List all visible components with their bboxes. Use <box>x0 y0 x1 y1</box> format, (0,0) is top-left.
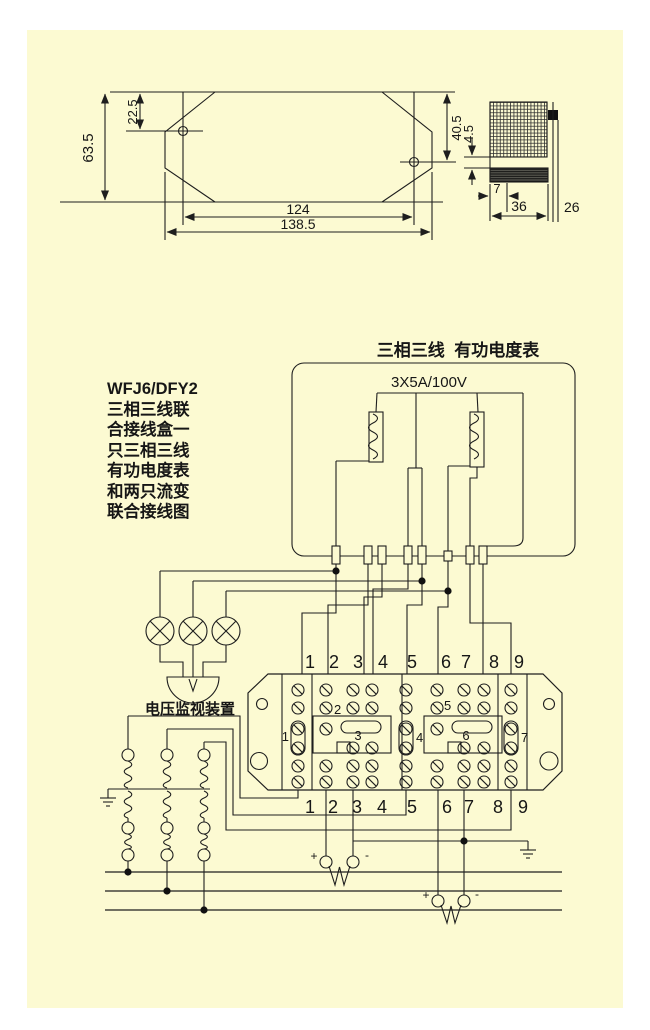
dim-side-width: 36 <box>511 198 527 214</box>
ct-minus: - <box>365 848 369 862</box>
dimension-lines <box>101 91 455 240</box>
junction-dots <box>124 567 468 914</box>
desc-line: 三相三线联 <box>107 399 190 419</box>
top-num: 5 <box>407 652 417 672</box>
top-num: 4 <box>378 652 388 672</box>
dim-depth: 26 <box>564 199 580 215</box>
ground-icon <box>100 789 116 807</box>
dim-total-width: 138.5 <box>280 216 315 232</box>
meter-internals <box>335 392 524 551</box>
ct-left <box>319 855 360 888</box>
voltage-monitor-dome <box>166 676 220 704</box>
ct-circuit: + - + - <box>310 790 536 926</box>
pt-fuse-stacks <box>100 716 211 910</box>
link-label-7: 7 <box>521 730 528 745</box>
top-num: 6 <box>441 652 451 672</box>
dim-holes-span: 124 <box>286 201 310 217</box>
top-num: 1 <box>305 652 315 672</box>
ground-icon <box>520 841 536 859</box>
top-num: 9 <box>514 652 524 672</box>
terminal-numbers-bottom: 1 2 3 4 5 6 7 8 9 <box>305 797 528 817</box>
block-to-pt-wires <box>128 715 512 831</box>
top-num: 3 <box>353 652 363 672</box>
bot-num: 6 <box>442 797 452 817</box>
dim-hole-right: 40.5 <box>449 115 464 140</box>
description-block: WFJ6/DFY2 三相三线联 合接线盒一 只三相三线 有功电度表 和两只流变 … <box>107 380 198 521</box>
ct-plus: + <box>310 849 317 863</box>
link-label-2: 2 <box>334 702 341 717</box>
bot-num: 5 <box>407 797 417 817</box>
bot-num: 4 <box>377 797 387 817</box>
ct-minus: - <box>475 887 479 901</box>
bot-num: 3 <box>352 797 362 817</box>
bus-bars <box>105 871 562 911</box>
paper-background <box>27 30 623 1008</box>
block-hole <box>255 697 269 711</box>
bot-num: 2 <box>328 797 338 817</box>
wiring-diagram: 三相三线 有功电度表 3X5A/100V <box>100 340 576 926</box>
link-label-4: 4 <box>416 730 423 745</box>
block-hole <box>249 751 269 771</box>
monitor-label: 电压监视装置 <box>145 700 235 718</box>
terminal-block: 1 2 3 4 5 6 7 <box>247 673 563 791</box>
link-label-6: 6 <box>462 728 469 743</box>
desc-line: 合接线盒一 <box>107 419 190 439</box>
dim-height: 63.5 <box>80 133 97 162</box>
meter-box <box>291 362 576 557</box>
block-hole <box>542 697 556 711</box>
terminal-numbers-top: 1 2 3 4 5 6 7 8 9 <box>305 652 524 672</box>
bot-num: 9 <box>518 797 528 817</box>
block-hole <box>539 751 559 771</box>
top-num: 7 <box>461 652 471 672</box>
bot-num: 1 <box>305 797 315 817</box>
side-view <box>464 101 559 222</box>
voltage-coil-left <box>368 411 384 463</box>
desc-line: WFJ6/DFY2 <box>107 380 198 398</box>
link-label-1: 1 <box>282 729 289 744</box>
dim-lug: 7 <box>493 181 500 196</box>
dim-hole-left: 22.5 <box>125 99 140 124</box>
link-label-5: 5 <box>444 698 451 713</box>
face-view-outline <box>60 91 456 225</box>
ct-plus: + <box>422 888 429 902</box>
bot-num: 8 <box>493 797 503 817</box>
bot-num: 7 <box>464 797 474 817</box>
meter-terminals <box>331 545 488 565</box>
mechanical-drawing: 63.5 22.5 40.5 124 138.5 4.5 7 36 26 <box>60 91 580 240</box>
top-num: 8 <box>489 652 499 672</box>
desc-line: 联合接线图 <box>107 501 190 521</box>
top-num: 2 <box>329 652 339 672</box>
dim-gap: 4.5 <box>461 125 476 143</box>
meter-title: 三相三线 有功电度表 <box>377 340 540 360</box>
meter-rating: 3X5A/100V <box>391 374 467 391</box>
desc-line: 有功电度表 <box>107 460 190 480</box>
desc-line: 只三相三线 <box>107 440 190 460</box>
lamp-circuit <box>145 570 448 704</box>
link-label-3: 3 <box>354 728 361 743</box>
ct-right <box>431 894 471 926</box>
desc-line: 和两只流变 <box>107 481 190 501</box>
